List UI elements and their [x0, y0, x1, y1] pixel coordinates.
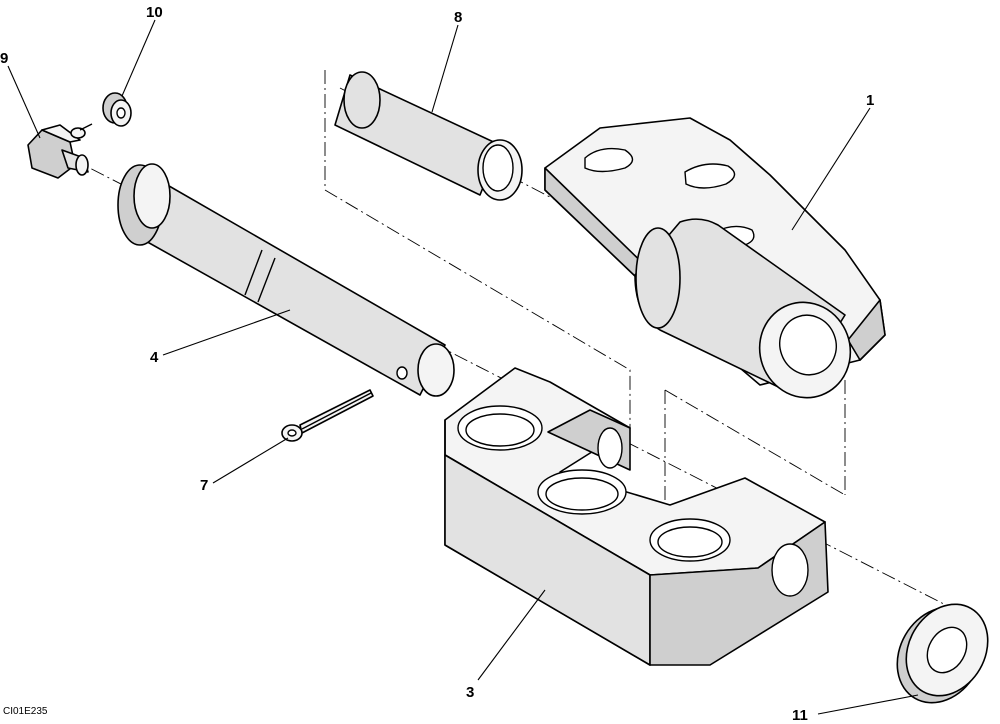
part-1-bracket	[544, 117, 886, 399]
part-10-cap	[102, 92, 132, 127]
part-7-cotter-pin	[281, 389, 374, 442]
callout-3: 3	[466, 684, 474, 701]
callout-9: 9	[0, 50, 8, 67]
callout-1: 1	[866, 92, 874, 109]
part-11-washer	[896, 603, 989, 704]
leader-lines	[7, 19, 919, 715]
callout-11: 11	[792, 707, 808, 724]
drawing-code: CI01E235	[3, 706, 48, 717]
callout-7: 7	[200, 477, 208, 494]
callout-8: 8	[454, 9, 462, 26]
callout-4: 4	[150, 349, 159, 366]
part-9-grease-fitting	[27, 123, 93, 179]
part-4-pin	[117, 163, 455, 397]
callout-10: 10	[146, 4, 163, 21]
part-3-base-block	[444, 367, 829, 666]
part-8-bushing	[334, 71, 523, 201]
